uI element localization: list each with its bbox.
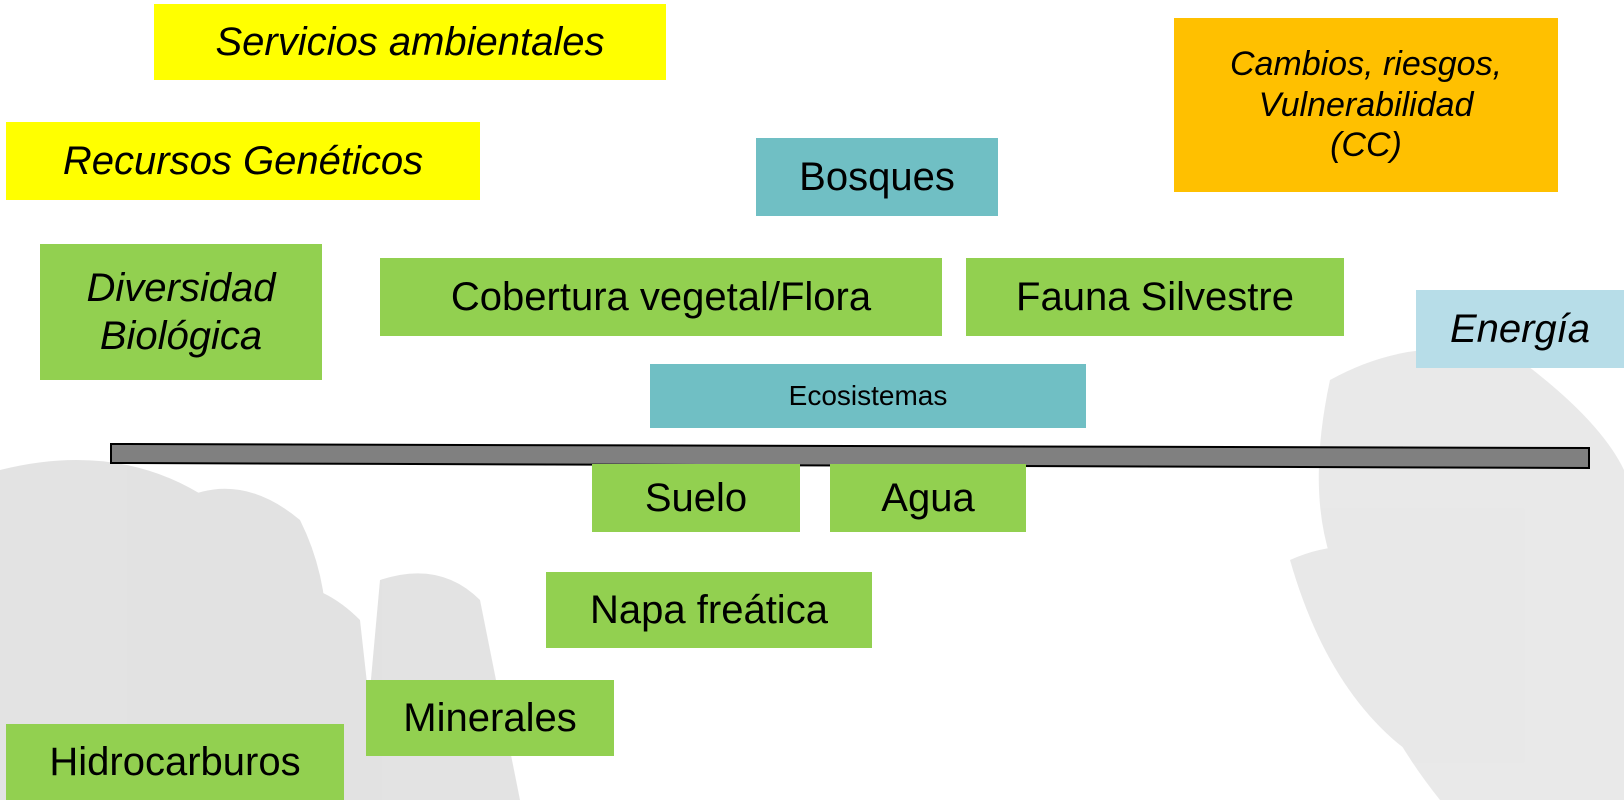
hidrocarburos-box: Hidrocarburos: [6, 724, 344, 800]
bosques-label: Bosques: [799, 155, 955, 199]
hidrocarburos-label: Hidrocarburos: [49, 740, 301, 784]
servicios-ambientales-label: Servicios ambientales: [215, 20, 605, 64]
ecosistemas-box: Ecosistemas: [650, 364, 1086, 428]
cobertura-vegetal-label: Cobertura vegetal/Flora: [450, 275, 872, 319]
cambios-line-2: Vulnerabilidad: [1258, 85, 1474, 124]
ecosistemas-label: Ecosistemas: [788, 380, 948, 412]
recursos-geneticos-label: Recursos Genéticos: [62, 139, 424, 183]
energia-box: Energía: [1416, 290, 1624, 368]
minerales-label: Minerales: [403, 696, 577, 740]
cobertura-vegetal-box: Cobertura vegetal/Flora: [380, 258, 942, 336]
suelo-label: Suelo: [644, 476, 748, 520]
diversidad-biologica-box: Diversidad Biológica: [40, 244, 322, 380]
minerales-box: Minerales: [366, 680, 614, 756]
servicios-ambientales-box: Servicios ambientales: [154, 4, 666, 80]
diversidad-line-2: Biológica: [99, 314, 263, 358]
recursos-geneticos-box: Recursos Genéticos: [6, 122, 480, 200]
agua-label: Agua: [881, 476, 975, 520]
suelo-box: Suelo: [592, 464, 800, 532]
energia-label: Energía: [1449, 307, 1591, 351]
agua-box: Agua: [830, 464, 1026, 532]
napa-freatica-label: Napa freática: [590, 588, 828, 632]
diversidad-line-1: Diversidad: [86, 266, 276, 310]
surface-divider: [110, 442, 1590, 470]
cambios-line-1: Cambios, riesgos,: [1229, 44, 1503, 83]
fauna-silvestre-box: Fauna Silvestre: [966, 258, 1344, 336]
fauna-silvestre-label: Fauna Silvestre: [1016, 275, 1294, 319]
cambios-line-3: (CC): [1330, 126, 1402, 165]
napa-freatica-box: Napa freática: [546, 572, 872, 648]
cambios-riesgos-box: Cambios, riesgos, Vulnerabilidad (CC): [1174, 18, 1558, 192]
bosques-box: Bosques: [756, 138, 998, 216]
